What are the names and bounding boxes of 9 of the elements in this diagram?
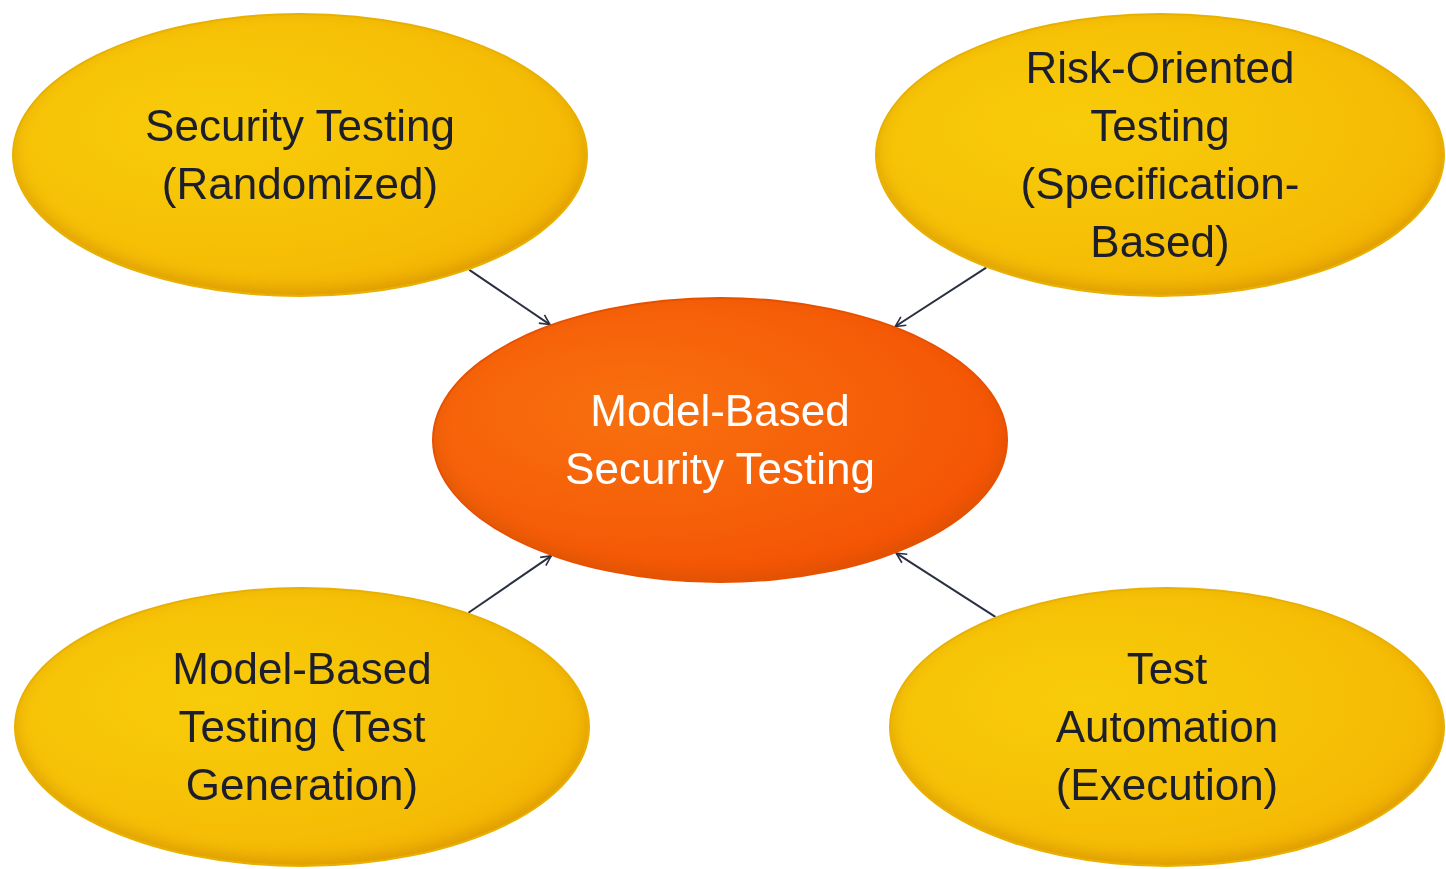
ellipse-label: Model-Based Testing (Test Generation) (171, 643, 433, 811)
ellipse-label: Test Automation (Execution) (1054, 643, 1280, 811)
arrow (895, 552, 997, 618)
ellipse-label: Security Testing (Randomized) (144, 100, 456, 210)
arrow (467, 554, 553, 614)
ellipse-label: Model-Based Security Testing (564, 385, 876, 495)
ellipse-label: Risk-Oriented Testing (Specification-Based) (1019, 42, 1301, 268)
arrow (468, 268, 551, 326)
arrow (894, 266, 988, 328)
